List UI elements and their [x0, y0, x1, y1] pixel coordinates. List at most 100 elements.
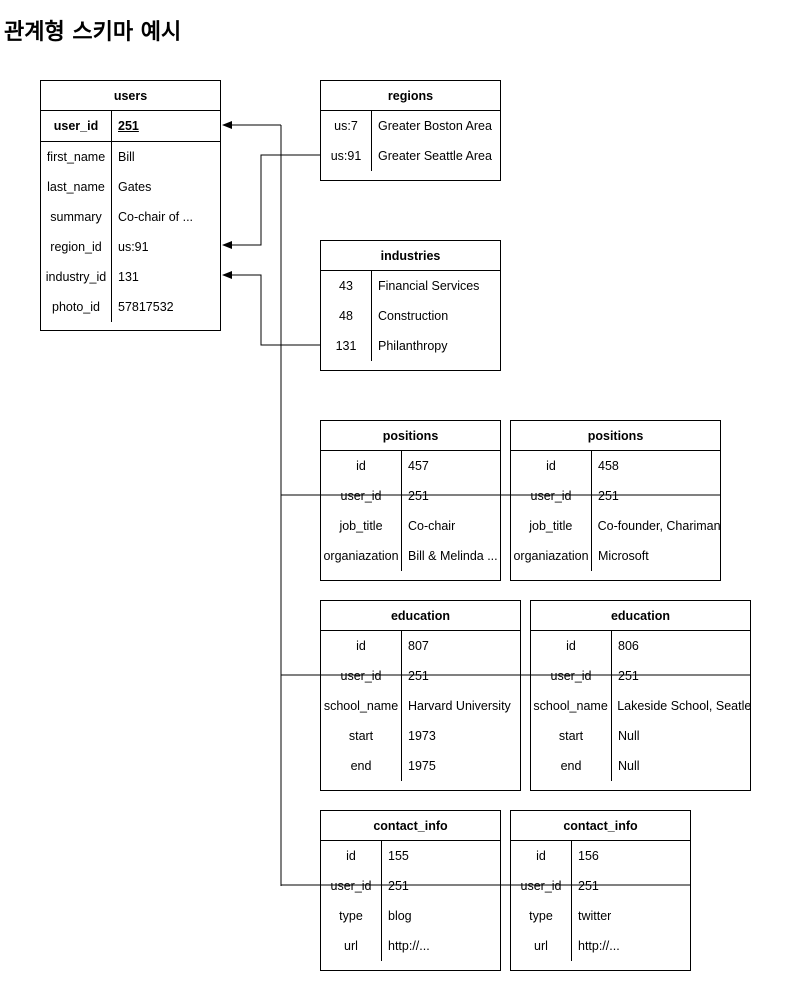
field-key: summary	[50, 210, 102, 224]
field-key: job_title	[339, 519, 383, 533]
field-key: id	[346, 849, 356, 863]
field-value: 1975	[408, 759, 436, 773]
region-link	[222, 154, 320, 249]
field-value: Co-chair	[408, 519, 456, 533]
field-key: us:91	[330, 149, 362, 163]
table-header: positions	[321, 421, 500, 451]
field-key: type	[339, 909, 363, 923]
field-key: school_name	[323, 699, 399, 713]
table-row: user_id 251	[321, 661, 520, 691]
table-row: type blog	[321, 901, 500, 931]
table-row: us:7 Greater Boston Area	[321, 111, 500, 141]
field-value: Financial Services	[378, 279, 480, 293]
field-value: Lakeside School, Seatle	[617, 699, 750, 713]
field-key: end	[350, 759, 372, 773]
field-value: Co-founder, Chariman	[597, 519, 720, 533]
field-value: Bill	[118, 150, 135, 164]
table-regions: regions us:7 Greater Boston Area us:91 Gre…	[320, 80, 501, 181]
field-key: region_id	[50, 240, 102, 254]
table-row: start Null	[531, 721, 750, 751]
field-value: Construction	[378, 309, 449, 323]
field-key: user_id	[340, 669, 382, 683]
column-divider	[371, 111, 372, 171]
field-key: industry_id	[45, 270, 107, 284]
table-header: industries	[321, 241, 500, 271]
field-value: Harvard University	[408, 699, 511, 713]
field-value: blog	[388, 909, 412, 923]
field-key: start	[348, 729, 374, 743]
field-value: 457	[408, 459, 429, 473]
field-key: 48	[339, 309, 353, 323]
field-value: us:91	[118, 240, 149, 254]
table-row: organiazation Bill & Melinda ...	[321, 541, 500, 571]
field-value: 156	[578, 849, 599, 863]
column-divider	[591, 451, 592, 571]
column-divider	[401, 451, 402, 571]
table-header: education	[531, 601, 750, 631]
field-value: 806	[618, 639, 639, 653]
table-row: user_id 251	[511, 481, 720, 511]
field-key: 131	[335, 339, 357, 353]
industry-link	[222, 271, 320, 346]
field-key: organiazation	[513, 549, 589, 563]
table-row-primary-key: user_id 251	[41, 111, 220, 142]
field-value: Gates	[118, 180, 152, 194]
field-value: 807	[408, 639, 429, 653]
field-key: url	[344, 939, 358, 953]
field-value: 57817532	[118, 300, 174, 314]
table-row: job_title Co-chair	[321, 511, 500, 541]
field-value: Microsoft	[598, 549, 649, 563]
field-key: first_name	[46, 150, 106, 164]
field-value: 251	[618, 669, 639, 683]
field-value: Null	[618, 759, 640, 773]
field-key: user_id	[340, 489, 382, 503]
field-value: Philanthropy	[378, 339, 448, 353]
field-value: 458	[598, 459, 619, 473]
field-key: organiazation	[323, 549, 399, 563]
column-divider	[381, 841, 382, 961]
field-key: 43	[339, 279, 353, 293]
table-header: contact_info	[321, 811, 500, 841]
field-key: url	[534, 939, 548, 953]
field-key: type	[529, 909, 553, 923]
field-key: last_name	[47, 180, 105, 194]
field-value: 155	[388, 849, 409, 863]
field-key: user_id	[53, 119, 99, 133]
field-value: Bill & Melinda ...	[408, 549, 498, 563]
field-value: 131	[118, 270, 139, 284]
field-value: 251	[408, 669, 429, 683]
field-key: school_name	[533, 699, 608, 713]
table-header: regions	[321, 81, 500, 111]
table-row: id 155	[321, 841, 500, 871]
field-key: user_id	[530, 489, 572, 503]
field-value: Greater Boston Area	[378, 119, 492, 133]
table-row: 131 Philanthropy	[321, 331, 500, 361]
table-row: school_name Harvard University	[321, 691, 520, 721]
field-key: us:7	[334, 119, 358, 133]
column-divider	[611, 631, 612, 781]
field-key: id	[356, 639, 366, 653]
field-value: 251	[598, 489, 619, 503]
field-key: start	[558, 729, 584, 743]
table-row: 48 Construction	[321, 301, 500, 331]
field-value: 251	[118, 119, 139, 133]
field-value: 251	[388, 879, 409, 893]
field-key: id	[566, 639, 576, 653]
table-row: id 806	[531, 631, 750, 661]
field-value: Null	[618, 729, 640, 743]
field-value: Greater Seattle Area	[378, 149, 492, 163]
table-header: positions	[511, 421, 720, 451]
